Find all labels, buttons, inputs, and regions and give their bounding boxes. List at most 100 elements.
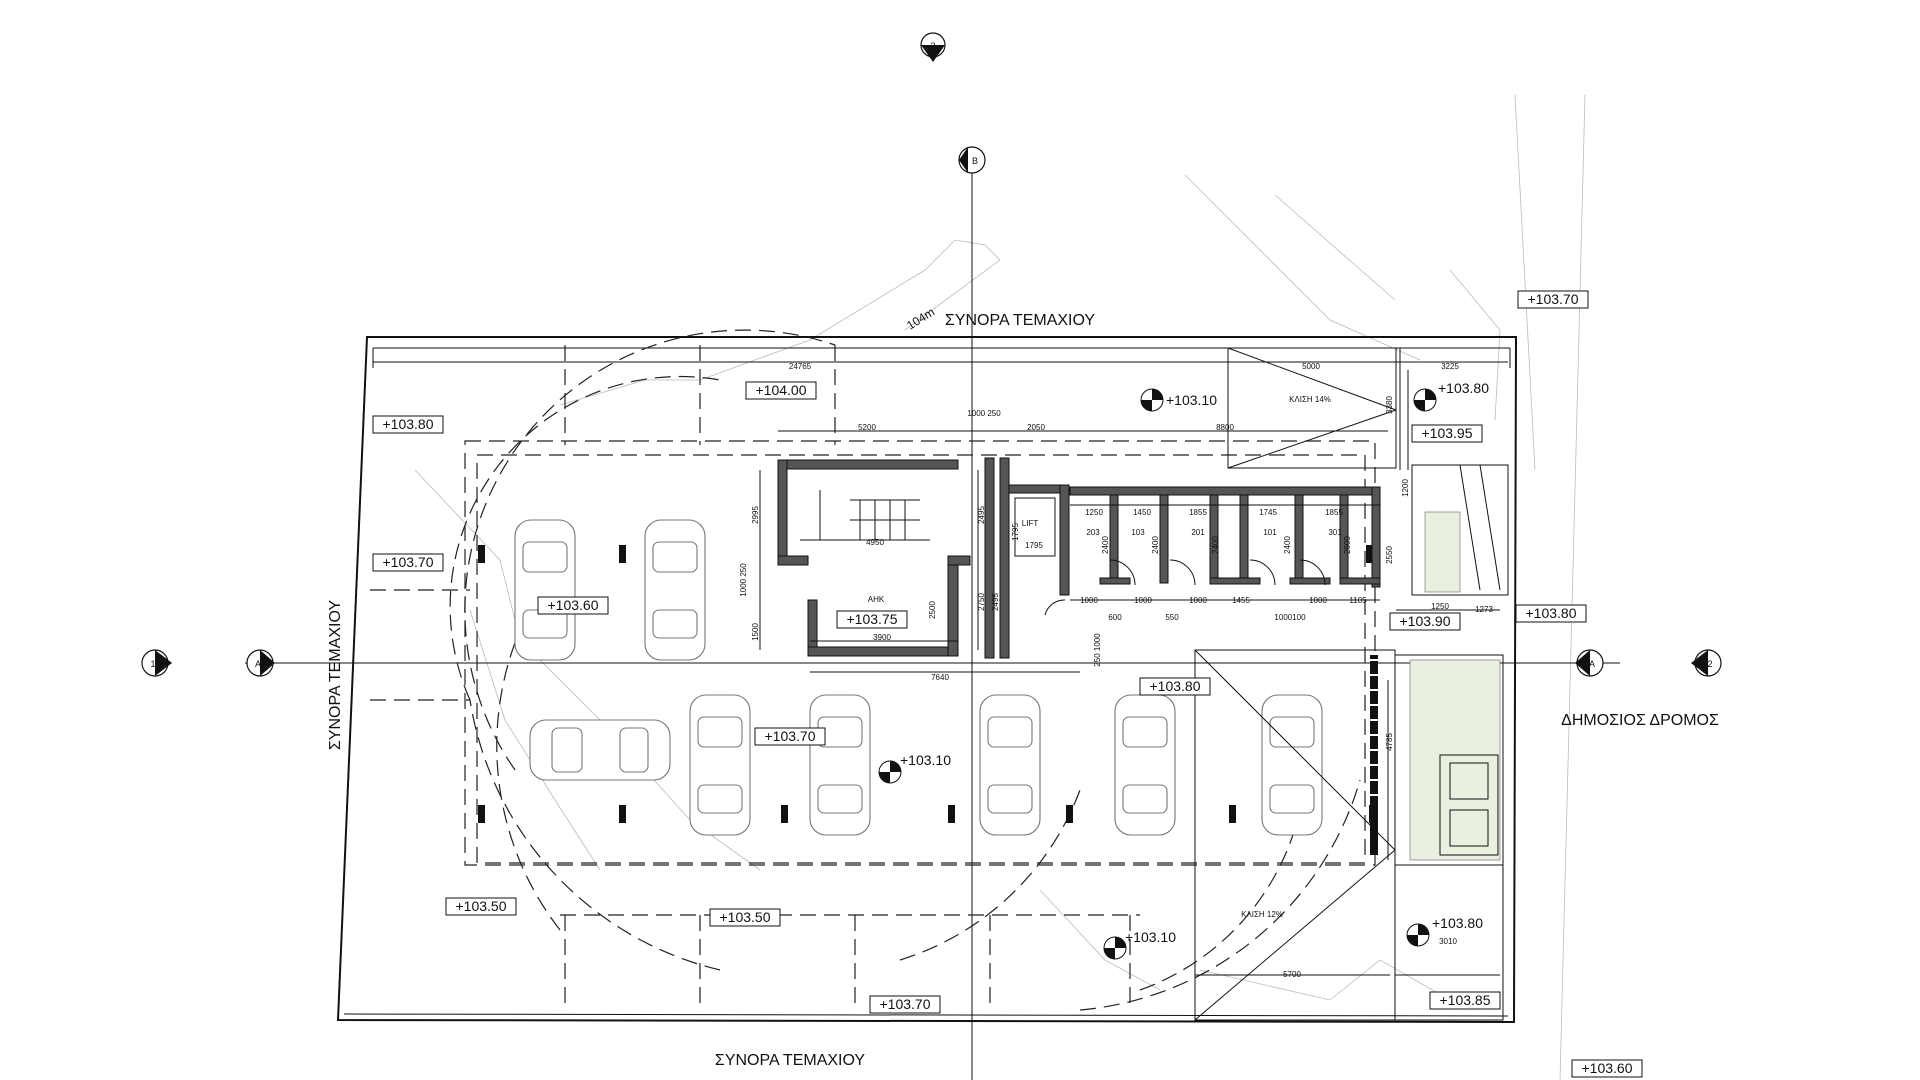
- section-marker: 2: [1691, 649, 1722, 677]
- columns: [478, 545, 1376, 823]
- level-labels: +104.00 +103.80 +103.70 +103.60 +103.75 …: [372, 290, 1643, 1078]
- dim: 1855: [1189, 508, 1207, 517]
- dim: 3010: [1439, 937, 1457, 946]
- section-marker: 3: [920, 32, 946, 62]
- section-marker: B: [958, 146, 986, 174]
- car-icon: [644, 519, 706, 661]
- level-label: +103.50: [456, 898, 507, 914]
- setback-line: [343, 1013, 1509, 1017]
- level-label: +103.85: [1440, 992, 1491, 1008]
- dim: 1000: [1134, 596, 1152, 605]
- level-datum-icon: [878, 760, 902, 784]
- section-marker-label: B: [972, 156, 978, 166]
- dim: 3900: [873, 633, 891, 642]
- level-label: +103.10: [1166, 392, 1217, 408]
- stair-core: [777, 459, 971, 657]
- level-label: +103.70: [383, 554, 434, 570]
- dim: 2995: [751, 506, 760, 524]
- level-datum-icon: [1406, 923, 1430, 947]
- level-label: +103.80: [1438, 380, 1489, 396]
- level-label: +103.80: [1526, 605, 1577, 621]
- dim: 7640: [931, 673, 949, 682]
- dim: 5200: [858, 423, 876, 432]
- lift-core: [984, 457, 1070, 659]
- dimension-lines: [373, 361, 1508, 976]
- dim: 3225: [1441, 362, 1459, 371]
- dim: 4785: [1385, 733, 1394, 751]
- level-label: +104.00: [756, 382, 807, 398]
- level-label: +103.10: [900, 752, 951, 768]
- section-marker-label: A: [255, 659, 261, 669]
- car-icons: [514, 519, 1323, 836]
- level-label: +103.70: [765, 728, 816, 744]
- section-marker: A: [246, 649, 275, 677]
- ramp-top: [1227, 347, 1509, 596]
- room-label-lift: LIFT: [1022, 519, 1039, 528]
- dim: 550: [1165, 613, 1179, 622]
- dim: 1200: [1401, 479, 1410, 497]
- level-label: +103.50: [720, 909, 771, 925]
- store-label: 201: [1191, 528, 1205, 537]
- dim: 600: [1108, 613, 1122, 622]
- dim: 1000: [1309, 596, 1327, 605]
- level-label: +103.60: [1582, 1060, 1633, 1076]
- plot-boundary: [336, 336, 1518, 1024]
- section-marker-label: 3: [930, 41, 935, 51]
- store-label: 103: [1131, 528, 1145, 537]
- room-label-ahk: ΑΗΚ: [868, 595, 885, 604]
- dim: 1795: [1011, 523, 1020, 541]
- section-marker: A: [1575, 649, 1604, 677]
- storage-block: [1069, 486, 1381, 588]
- level-datum-icon: [1103, 936, 1127, 960]
- dim: 2500: [928, 601, 937, 619]
- boundary-label-north: ΣΥΝΟΡΑ ΤΕΜΑΧΙΟΥ: [945, 312, 1095, 329]
- dim: 1450: [1133, 508, 1151, 517]
- dim: 2400: [1101, 536, 1110, 554]
- dim: 1745: [1259, 508, 1277, 517]
- dim: 1000 250: [739, 563, 748, 597]
- ramp-slope-top: ΚΛΙΣΗ 14%: [1289, 395, 1331, 404]
- dim: 1000100: [1274, 613, 1306, 622]
- car-icon: [514, 519, 576, 661]
- level-label: +103.80: [383, 416, 434, 432]
- dim: 1855: [1325, 508, 1343, 517]
- ramp-bottom: [1194, 649, 1504, 1021]
- level-label: +103.80: [1432, 915, 1483, 931]
- dim: 4950: [866, 538, 884, 547]
- store-label: 101: [1263, 528, 1277, 537]
- dim: 2495: [991, 593, 1000, 611]
- dim: 250 1000: [1093, 633, 1102, 667]
- level-label: +103.10: [1125, 929, 1176, 945]
- level-label: +103.95: [1422, 425, 1473, 441]
- car-icon: [1114, 694, 1176, 836]
- dim: 1273: [1475, 605, 1493, 614]
- parking-outline: [370, 329, 1376, 1011]
- dim: 8800: [1216, 423, 1234, 432]
- dim: 2050: [1027, 423, 1045, 432]
- level-datum-icon: [1413, 388, 1437, 412]
- dim: 5000: [1302, 362, 1320, 371]
- level-label: +103.80: [1150, 678, 1201, 694]
- boundary-label-south: ΣΥΝΟΡΑ ΤΕΜΑΧΙΟΥ: [715, 1052, 865, 1069]
- car-icon: [979, 694, 1041, 836]
- level-label: +103.90: [1400, 613, 1451, 629]
- dim: 1000 250: [967, 409, 1001, 418]
- section-marker: 1: [141, 649, 172, 677]
- section-marker-label: A: [1589, 659, 1595, 669]
- dim: 1105: [1349, 596, 1367, 605]
- dim: 1250: [1085, 508, 1103, 517]
- site-contours: [414, 94, 1586, 1080]
- level-datum-icon: [1140, 388, 1164, 412]
- car-icon: [809, 694, 871, 836]
- level-label: +103.70: [880, 996, 931, 1012]
- ramp-slope-bottom: ΚΛΙΣΗ 12%: [1241, 910, 1283, 919]
- level-label: +103.60: [548, 597, 599, 613]
- dim: 2400: [1151, 536, 1160, 554]
- dim: 1250: [1431, 602, 1449, 611]
- store-label: 203: [1086, 528, 1100, 537]
- dim: 1500: [751, 623, 760, 641]
- car-icon: [689, 694, 751, 836]
- contour-label: 104m: [904, 305, 937, 333]
- dim: 2550: [1385, 546, 1394, 564]
- dimension-texts: 24765 5000 3225 5200 1000 250 2050 8800 …: [739, 362, 1493, 979]
